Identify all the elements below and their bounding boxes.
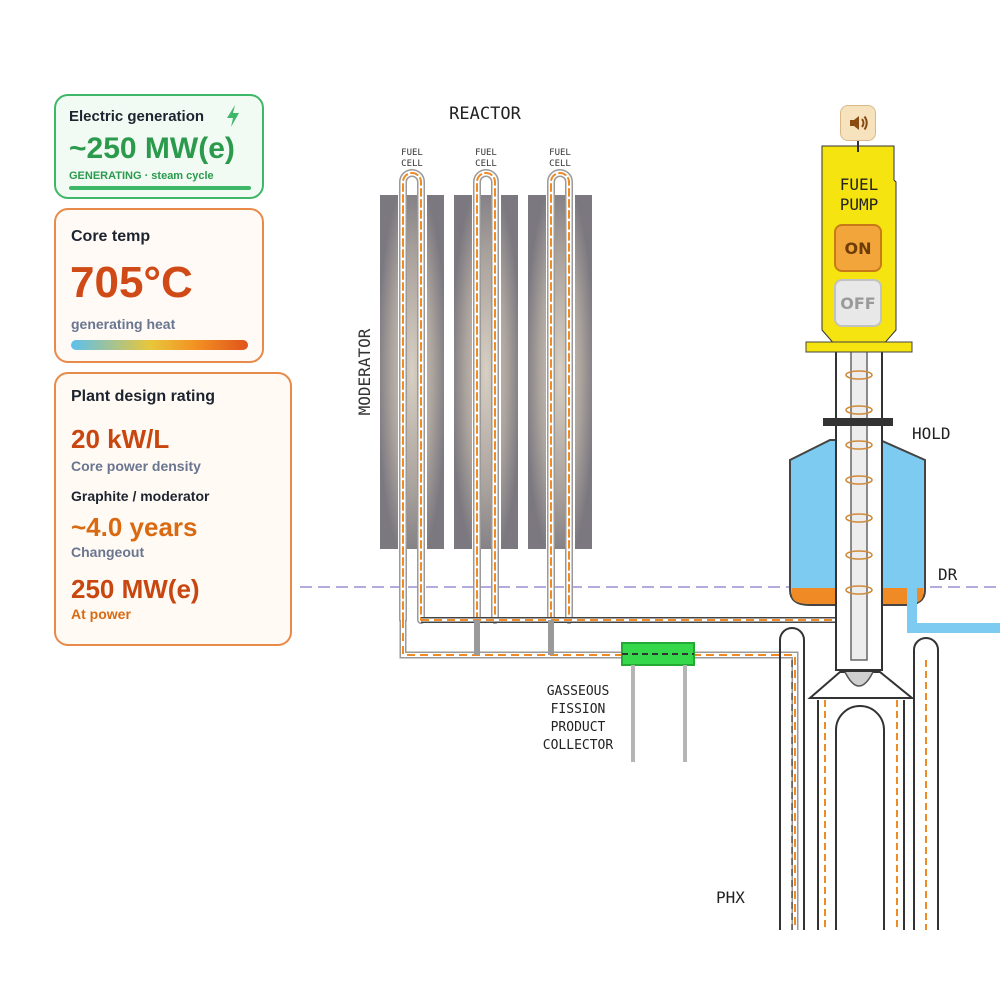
speaker-icon xyxy=(850,115,868,131)
graphite-moderator xyxy=(380,195,592,549)
drain-pipe xyxy=(907,588,1000,633)
electric-generation-card: Electric generation ~250 MW(e) GENERATIN… xyxy=(54,94,264,199)
at-power-value: 250 MW(e) xyxy=(71,574,200,604)
hold-label: HOLD xyxy=(912,424,951,443)
core-temp-label: Core temp xyxy=(71,228,151,245)
fuel-pump-off-button[interactable]: OFF xyxy=(834,279,882,327)
fuel-pump-label-1: FUEL xyxy=(840,175,879,194)
changeout-label: Changeout xyxy=(71,544,145,560)
core-temp-value: 705°C xyxy=(70,258,193,307)
return-manifold xyxy=(421,617,863,640)
electric-generation-label: Electric generation xyxy=(69,108,205,125)
supply-manifold xyxy=(399,620,799,930)
fuel-pump-on-button[interactable]: ON xyxy=(834,224,882,272)
collector-label-1: GASSEOUS xyxy=(547,684,610,699)
power-density-label: Core power density xyxy=(71,458,201,474)
changeout-value: ~4.0 years xyxy=(71,512,198,542)
core-temp-card: Core temp 705°C generating heat xyxy=(54,208,264,363)
collector-label-3: PRODUCT xyxy=(551,720,606,735)
fuel-cell-2-label-a: FUEL xyxy=(475,148,497,158)
fuel-cell-2-label-b: CELL xyxy=(475,159,497,169)
core-temp-status: generating heat xyxy=(71,316,176,332)
fuel-cell-1-label-a: FUEL xyxy=(401,148,423,158)
lightning-bolt-icon xyxy=(227,105,239,127)
phx-label: PHX xyxy=(716,888,745,907)
reactor-label: REACTOR xyxy=(449,104,521,124)
moderator-label: MODERATOR xyxy=(355,328,374,415)
power-density-value: 20 kW/L xyxy=(71,424,170,454)
generation-status: GENERATING · steam cycle xyxy=(69,170,214,182)
electric-generation-value: ~250 MW(e) xyxy=(69,132,235,165)
collector-label-4: COLLECTOR xyxy=(543,738,614,753)
sound-toggle-button[interactable] xyxy=(840,105,876,141)
fuel-cell-1-label-b: CELL xyxy=(401,159,423,169)
plant-design-rating-label: Plant design rating xyxy=(71,388,216,405)
temperature-gradient-bar xyxy=(71,340,248,350)
plant-design-rating-card: Plant design rating 20 kW/L Core power d… xyxy=(54,372,292,646)
fuel-pump-label-2: PUMP xyxy=(840,195,879,214)
generation-underline xyxy=(69,186,251,190)
drain-label: DR xyxy=(938,565,958,584)
graphite-heading: Graphite / moderator xyxy=(71,488,210,504)
primary-heat-exchanger xyxy=(779,627,939,930)
at-power-label: At power xyxy=(71,606,131,622)
fuel-cell-3-label-b: CELL xyxy=(549,159,571,169)
fuel-cell-3-label-a: FUEL xyxy=(549,148,571,158)
collector-label-2: FISSION xyxy=(551,702,606,717)
